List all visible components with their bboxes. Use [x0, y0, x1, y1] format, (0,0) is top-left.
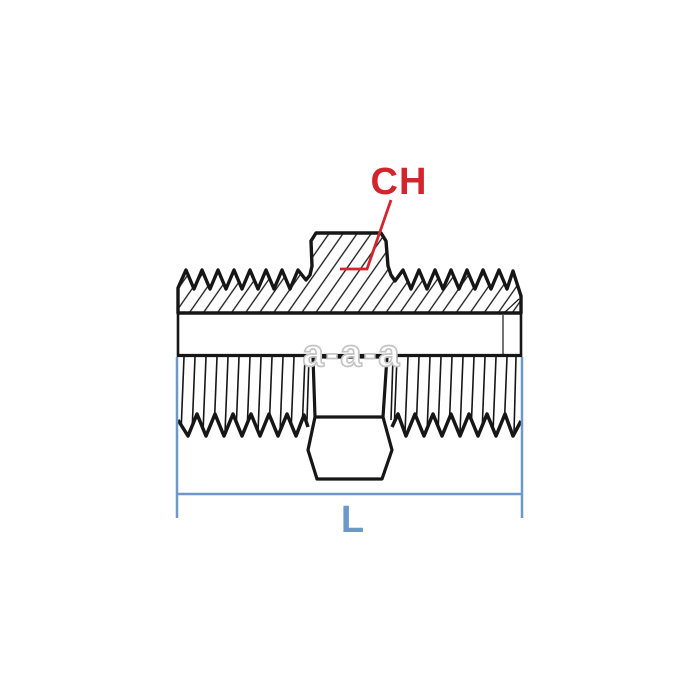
right-thread-zigzag [390, 412, 523, 438]
left-thread-mask [178, 414, 308, 452]
right-thread-mask [392, 414, 521, 452]
length-dimension-label: L [341, 499, 365, 541]
ch-callout [340, 199, 393, 271]
ch-leader-line [340, 199, 393, 271]
upper-section-outline [176, 231, 523, 315]
length-dimension [175, 357, 524, 518]
lower-thread-section [176, 355, 523, 481]
left-thread-zigzag [176, 412, 310, 438]
ch-callout-label: CH [371, 161, 428, 203]
watermark: a-a-a [303, 333, 402, 375]
right-chamfer-crease [502, 298, 520, 315]
